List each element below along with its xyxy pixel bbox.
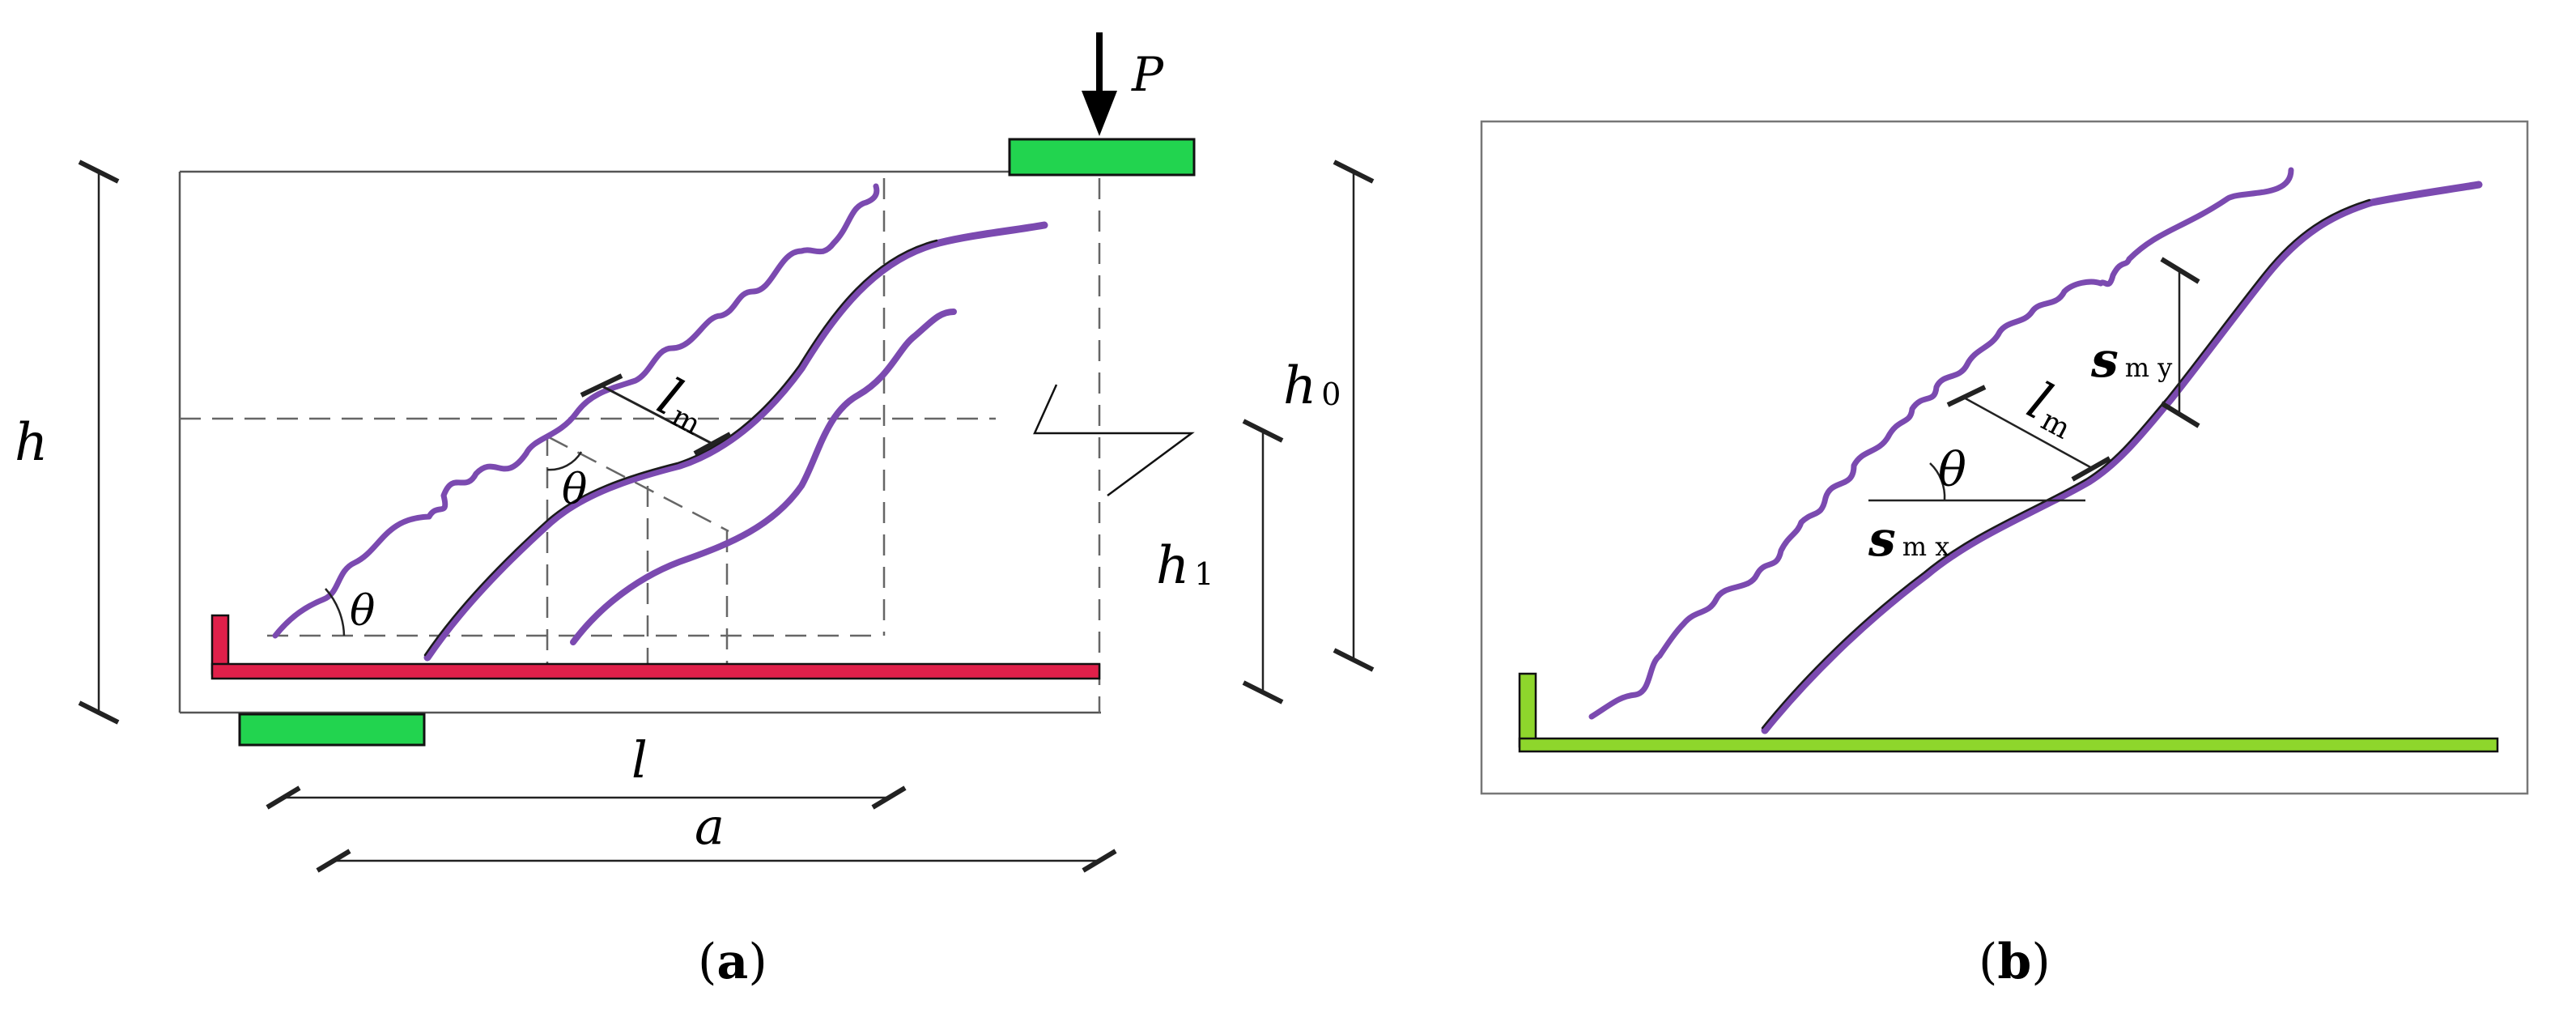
height-dimension: [78, 160, 120, 725]
spacing-x-subscript: m x: [1902, 531, 1950, 562]
crack-angle-label-b: θ: [1938, 442, 1966, 497]
shear-span-label: a: [695, 797, 725, 856]
crack-angle-label: θ: [350, 587, 375, 636]
height-label: h: [15, 413, 48, 473]
bottom-support-plate: [238, 713, 426, 747]
crack-a-left: [272, 183, 880, 639]
projection-dimension: [266, 785, 907, 810]
crack-angle-label-2: θ: [562, 466, 587, 514]
spacing-y-subscript: m y: [2125, 352, 2173, 383]
crack-a-main-edge: [423, 239, 938, 657]
caption-a: (a): [698, 934, 767, 990]
crack-length-label-a: lm: [648, 368, 717, 443]
top-loading-plate: [1008, 138, 1196, 177]
crack-length-dimension-a: [580, 373, 732, 456]
beam-outline: [178, 170, 1101, 714]
lever-arm-subscript: 1: [1194, 556, 1214, 592]
spacing-y-symbol: s: [2090, 332, 2119, 389]
load-arrow: [1082, 32, 1117, 136]
cracks-a: [272, 183, 1048, 662]
lever-arm-symbol: h: [1156, 536, 1189, 596]
crack-b-main: [1761, 181, 2483, 734]
spacing-lines: [1868, 257, 2200, 502]
caption-b: (b): [1979, 934, 2051, 990]
angle-arcs-a: [325, 451, 583, 636]
crack-a-right: [570, 309, 957, 645]
effective-height-symbol: h: [1283, 356, 1316, 416]
panel-b-frame: [1480, 120, 2529, 795]
lever-arm-dimension: [1242, 419, 1284, 704]
projection-label: l: [631, 730, 648, 790]
crack-a-main: [423, 221, 1048, 662]
rebar-a: [210, 614, 1101, 680]
load-label: P: [1131, 47, 1164, 102]
crack-b-main-edge: [1761, 198, 2371, 730]
break-symbol: [1033, 384, 1195, 497]
panel-a: P h h0 h1 θ θ lm l a (a): [15, 32, 1375, 990]
spacing-x-symbol: s: [1868, 511, 1896, 568]
cracks-b: [1588, 167, 2483, 734]
reference-lines: [180, 178, 1101, 713]
shear-span-dimension: [316, 849, 1117, 873]
rebar-b: [1518, 672, 2499, 753]
crack-length-label-b: lm: [2017, 372, 2087, 447]
effective-height-dimension: [1333, 160, 1375, 672]
effective-height-subscript: 0: [1321, 377, 1341, 412]
crack-b-left: [1588, 167, 2294, 720]
